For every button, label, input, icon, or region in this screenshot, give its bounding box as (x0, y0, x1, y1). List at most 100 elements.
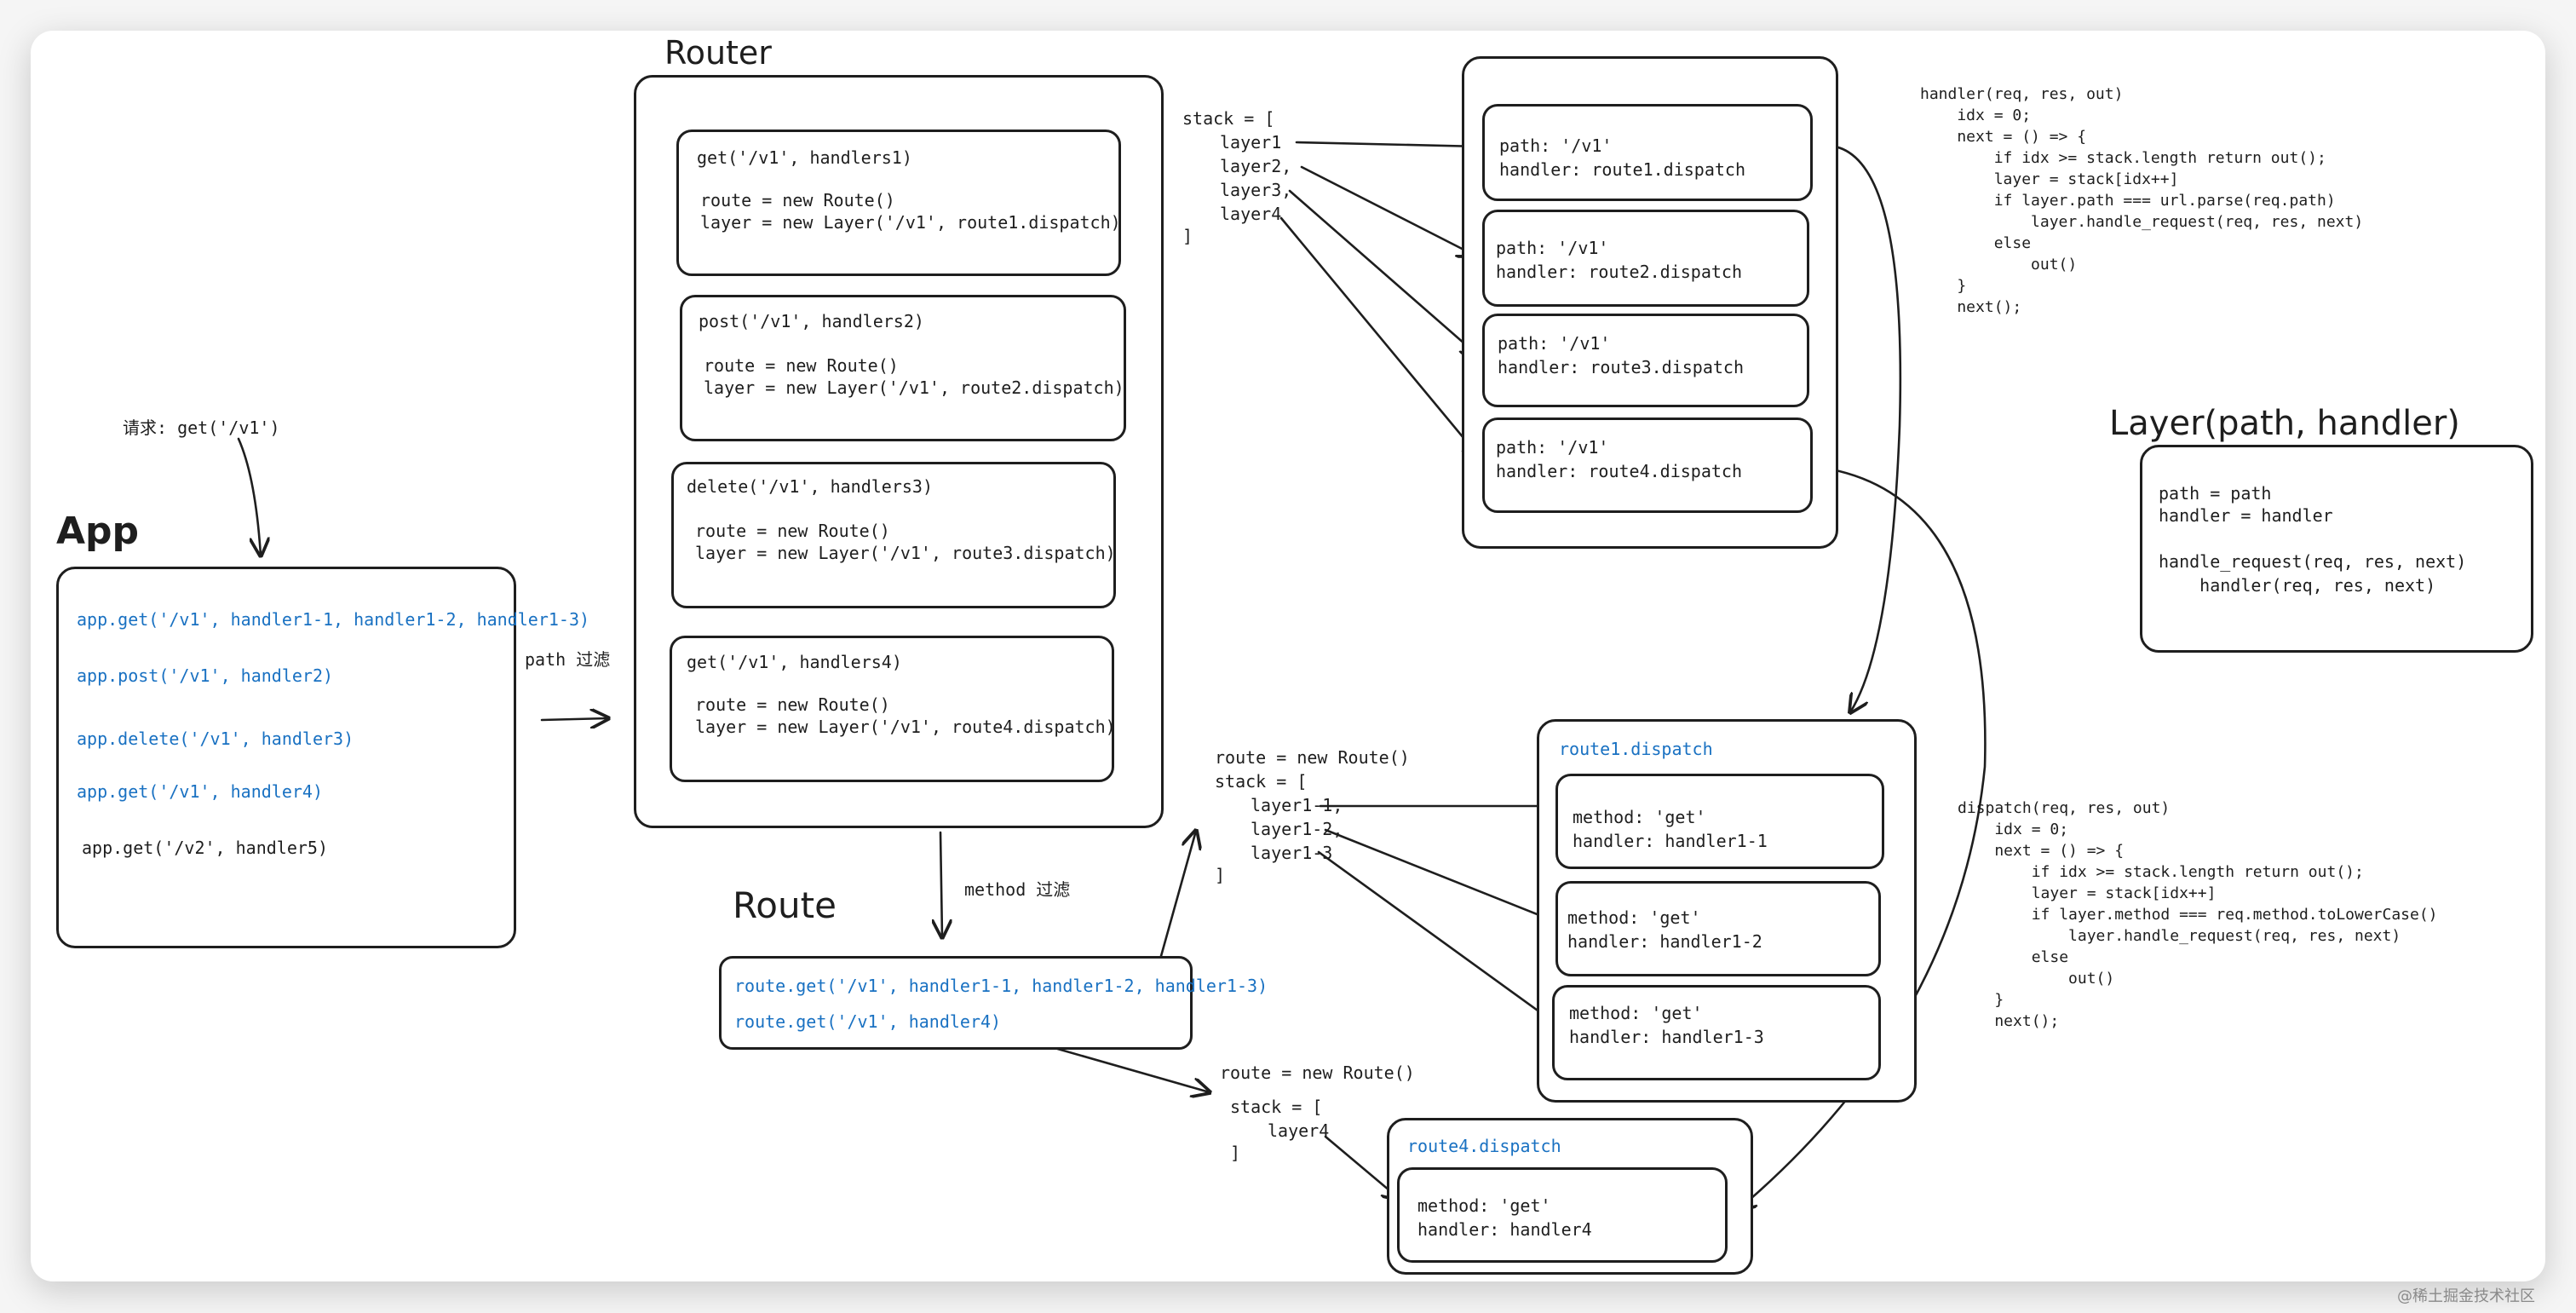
router-item-4-line2: route = new Route() (695, 694, 890, 715)
route1-stack-close: ] (1215, 865, 1226, 885)
route4-layer (1397, 1167, 1728, 1263)
route-line-2: route.get('/v1', handler4) (734, 1011, 1002, 1032)
route1-layer-2-method: method: 'get' (1567, 907, 1701, 928)
method-filter-label: method 过滤 (964, 879, 1071, 900)
router-code-line-9: out() (1920, 256, 2078, 274)
router-item-get-2 (670, 636, 1114, 782)
app-line-3: app.delete('/v1', handler3) (77, 728, 354, 749)
dispatch-code-line-10: } (1958, 991, 2004, 1009)
router-code-line-8: else (1920, 234, 2032, 252)
layer1-3-arrow (1317, 850, 1559, 1026)
route1-layer-2-handler: handler: handler1-2 (1567, 931, 1762, 952)
layer3-arrow (1288, 189, 1479, 356)
router-code-line-4: if idx >= stack.length return out(); (1920, 149, 2326, 167)
app-line-2: app.post('/v1', handler2) (77, 665, 334, 686)
route4-layer-method: method: 'get' (1417, 1195, 1551, 1216)
route1-stack-layer1-2: layer1-2, (1251, 819, 1343, 839)
router-code-line-11: next(); (1920, 298, 2022, 316)
route-box (719, 956, 1193, 1050)
layer4-arrow (1279, 216, 1481, 458)
dispatch-code-line-11: next(); (1958, 1012, 2060, 1030)
router-item-2-line1: post('/v1', handlers2) (699, 311, 924, 331)
router-item-post (680, 295, 1126, 441)
path-filter-label: path 过滤 (525, 649, 611, 670)
router-item-4-line3: layer = new Layer('/v1', route4.dispatch… (695, 717, 1116, 737)
route1-stack-layer1-3: layer1-3 (1251, 843, 1333, 863)
watermark: @稀土掘金技术社区 (2397, 1287, 2535, 1305)
router-stack-open: stack = [ (1182, 108, 1275, 129)
app-line-5: app.get('/v2', handler5) (82, 838, 328, 858)
route1-dispatch-title: route1.dispatch (1559, 739, 1713, 759)
router-handler-code: handler(req, res, out) idx = 0; next = (… (1920, 84, 2363, 318)
dispatch-code-line-7: layer.handle_request(req, res, next) (1958, 927, 2401, 945)
route1-layer-1 (1555, 774, 1884, 869)
layer-item-1-handler: handler: route1.dispatch (1499, 159, 1745, 180)
router-item-1-line1: get('/v1', handlers1) (697, 147, 912, 168)
router-stack-layer4: layer4 (1220, 204, 1282, 224)
route-get1-arrow (1155, 831, 1196, 973)
router-item-3-line3: layer = new Layer('/v1', route3.dispatch… (695, 543, 1116, 563)
layer-title: Layer(path, handler) (2109, 404, 2460, 443)
dispatch-code-line-4: if idx >= stack.length return out(); (1958, 863, 2364, 881)
router-item-1-line2: route = new Route() (700, 190, 895, 210)
router-code-line-10: } (1920, 277, 1967, 295)
route4-stack-close: ] (1230, 1143, 1241, 1163)
route1-stack-layer1-1: layer1-1, (1251, 795, 1343, 815)
dispatch-code-line-2: idx = 0; (1958, 821, 2069, 838)
router-code-line-6: if layer.path === url.parse(req.path) (1920, 192, 2336, 210)
router-item-2-line2: route = new Route() (704, 355, 899, 376)
route-line-1: route.get('/v1', handler1-1, handler1-2,… (734, 976, 1268, 996)
route4-stack-layer4: layer4 (1268, 1120, 1330, 1141)
layer-item-4-path: path: '/v1' (1496, 437, 1609, 458)
method-filter-arrow (940, 831, 942, 937)
layer-definition-box (2140, 445, 2533, 653)
layer-item-4 (1482, 418, 1813, 513)
router-item-delete (671, 462, 1116, 608)
route1-dispatch-arrow (1813, 144, 1902, 712)
dispatch-code-line-8: else (1958, 948, 2069, 966)
router-code-line-2: idx = 0; (1920, 107, 2032, 124)
layer-item-1-path: path: '/v1' (1499, 135, 1613, 156)
dispatch-code-line-3: next = () => { (1958, 842, 2125, 860)
layer-item-4-handler: handler: route4.dispatch (1496, 461, 1742, 481)
route-title: Route (733, 884, 837, 926)
route4-stack-open: stack = [ (1230, 1097, 1323, 1117)
layer-item-3-handler: handler: route3.dispatch (1498, 357, 1744, 377)
layer-item-2-handler: handler: route2.dispatch (1496, 262, 1742, 282)
layer-item-1 (1482, 104, 1813, 201)
layer2-arrow (1300, 165, 1475, 256)
route4-dispatch-title: route4.dispatch (1407, 1136, 1561, 1156)
app-line-4: app.get('/v1', handler4) (77, 781, 323, 802)
dispatch-code-line-6: if layer.method === req.method.toLowerCa… (1958, 906, 2438, 924)
layer-item-3-path: path: '/v1' (1498, 333, 1611, 354)
route1-layer-2 (1555, 881, 1881, 976)
route1-layer-3 (1552, 985, 1881, 1080)
layer-item-3 (1482, 314, 1809, 407)
router-stack-layer3: layer3, (1220, 180, 1292, 200)
route4-layer-handler: handler: handler4 (1417, 1219, 1592, 1240)
router-item-1-line3: layer = new Layer('/v1', route1.dispatch… (700, 212, 1121, 233)
layer-def-line-5: handler(req, res, next) (2159, 575, 2436, 596)
router-item-get (676, 130, 1121, 276)
dispatch-code: dispatch(req, res, out) idx = 0; next = … (1958, 798, 2438, 1032)
router-item-2-line3: layer = new Layer('/v1', route2.dispatch… (704, 377, 1124, 398)
request-arrow (237, 437, 261, 556)
router-item-4-line1: get('/v1', handlers4) (687, 652, 902, 672)
router-code-line-5: layer = stack[idx++] (1920, 170, 2179, 188)
router-code-line-1: handler(req, res, out) (1920, 85, 2124, 103)
request-label: 请求: get('/v1') (123, 418, 280, 438)
dispatch-code-line-5: layer = stack[idx++] (1958, 884, 2217, 902)
layer1-2-arrow (1324, 828, 1561, 924)
route1-layer-1-method: method: 'get' (1573, 807, 1706, 827)
route1-layer-3-handler: handler: handler1-3 (1569, 1027, 1764, 1047)
router-code-line-3: next = () => { (1920, 128, 2087, 146)
layer-def-line-2: handler = handler (2159, 505, 2333, 526)
layer-def-line-4: handle_request(req, res, next) (2159, 551, 2467, 572)
route4-stack-head: route = new Route() (1220, 1062, 1415, 1083)
layer-item-2 (1482, 210, 1809, 307)
route1-stack-open: stack = [ (1215, 771, 1308, 792)
app-title: App (56, 510, 140, 553)
dispatch-code-line-9: out() (1958, 970, 2115, 988)
router-title: Router (664, 34, 772, 72)
router-item-3-line2: route = new Route() (695, 521, 890, 541)
